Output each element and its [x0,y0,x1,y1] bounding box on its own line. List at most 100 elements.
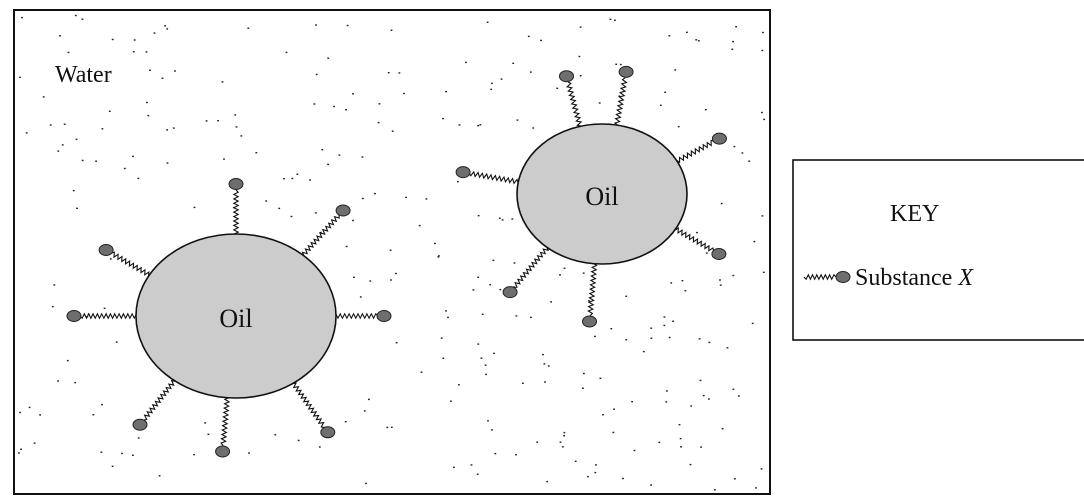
water-dot [57,150,60,152]
water-dot [668,35,671,37]
water-dot [420,371,423,373]
water-dot [369,280,372,282]
water-dot [650,337,653,339]
water-dot [57,380,59,382]
water-dot [672,320,674,322]
water-dot [479,124,482,126]
water-dots [18,14,765,491]
water-dot [403,92,405,95]
molecule-head [711,132,727,145]
molecule-head [320,426,336,439]
water-dot [705,252,708,254]
water-dot [546,480,549,483]
water-dot [109,258,112,260]
water-dot [702,394,705,397]
water-dot [453,466,455,469]
water-dot [235,126,238,128]
water-dot [327,163,329,166]
water-dot [345,245,348,248]
water-dot [234,114,237,116]
key-title: KEY [890,201,939,227]
water-dot [681,280,684,282]
water-dot [690,405,693,407]
water-dot [490,88,493,91]
water-label: Water [55,62,112,88]
water-dot [563,435,566,437]
water-dot [346,24,349,27]
water-dot [101,403,103,406]
water-dot [761,215,764,217]
water-dot [81,18,84,20]
water-dot [735,26,737,28]
water-dot [529,71,532,73]
water-dot [248,452,250,454]
water-dot [674,69,677,71]
water-dot [574,460,577,462]
molecule-head [215,445,231,458]
water-dot [762,271,765,273]
water-dot [748,160,751,162]
water-dot [556,87,559,89]
water-dot [240,135,243,137]
water-dot [678,424,681,426]
water-dot [193,453,195,456]
water-dot [530,316,532,319]
water-dot [733,145,736,148]
molecule-head [132,418,148,431]
water-dot [547,365,550,367]
water-dot [338,154,341,156]
water-dot [760,468,763,470]
water-dot [81,159,84,162]
water-dot [679,437,682,440]
water-dot [458,384,460,386]
water-dot [522,382,524,384]
water-dot [18,452,20,454]
water-dot [650,484,652,486]
water-dot [353,276,355,278]
water-dot [274,434,277,436]
water-dot [278,207,281,210]
water-dot [668,336,671,339]
water-dot [67,51,70,54]
water-dot [680,446,682,448]
water-dot [297,439,300,442]
water-dot [111,38,114,41]
molecule-head [455,166,471,179]
water-dot [115,341,118,343]
water-dot [318,446,321,448]
water-dot [487,420,489,422]
water-dot [602,414,604,416]
water-dot [465,61,467,64]
key-molecule-head [835,271,851,283]
water-dot [689,463,692,466]
water-dot [345,109,347,111]
water-dot [74,381,77,384]
water-dot [492,259,495,262]
water-dot [74,14,77,17]
water-dot [583,372,585,375]
water-dot [344,421,347,423]
oil-droplet-left: Oil [66,178,392,458]
water-dot [550,301,552,303]
water-dot [61,144,64,146]
water-dot [361,197,364,200]
water-dot [221,81,224,83]
water-dot [498,217,501,219]
water-dot [111,465,114,467]
water-dot [612,431,615,434]
water-dot [720,202,723,205]
water-dot [19,76,21,79]
water-dot [737,395,740,397]
water-dot [59,35,61,37]
water-dot [696,231,698,234]
water-dot [377,121,380,124]
water-dot [161,77,164,79]
water-dot [731,48,734,50]
water-dot [123,167,126,170]
water-dot [650,327,653,329]
water-dot [19,411,21,414]
water-dot [405,196,407,199]
water-dot [587,475,589,478]
water-dot [121,452,123,455]
water-dot [137,437,140,439]
